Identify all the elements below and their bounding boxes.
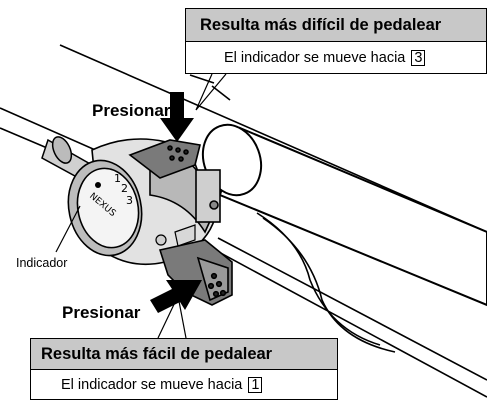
indicator-pointer-dot: [95, 182, 101, 188]
gear-number-1: 1: [114, 172, 121, 185]
press-label-bottom: Presionar: [62, 303, 141, 322]
gear-number-3: 3: [126, 194, 133, 207]
leader-lines: [55, 73, 227, 339]
easier-pedaling-callout: Resulta más fácil de pedalear El indicad…: [30, 338, 338, 400]
indicator-label: Indicador: [16, 256, 68, 270]
harder-pedaling-text: El indicador se mueve hacia: [224, 50, 406, 66]
press-label-top: Presionar: [92, 101, 171, 120]
gear-number-2: 2: [121, 182, 128, 195]
upper-lever: [128, 139, 201, 179]
harder-pedaling-callout: Resulta más difícil de pedalear El indic…: [185, 8, 487, 74]
indicator-gear-numbers: 1 2 3: [114, 172, 133, 207]
easier-pedaling-position: 1: [248, 377, 263, 393]
handlebar-grip: [201, 123, 487, 307]
press-arrow-top: [160, 92, 194, 142]
easier-pedaling-text: El indicador se mueve hacia: [61, 377, 243, 393]
indicator-dial: [67, 159, 143, 257]
press-arrow-bottom: [150, 280, 202, 313]
harder-pedaling-title: Resulta más difícil de pedalear: [186, 9, 486, 42]
lower-lever: [158, 239, 233, 306]
easier-pedaling-title: Resulta más fácil de pedalear: [31, 339, 337, 370]
clamp-parts: [155, 224, 196, 247]
harder-pedaling-position: 3: [411, 50, 426, 66]
handlebar-lines: [0, 44, 487, 398]
harder-pedaling-text-row: El indicador se mueve hacia 3: [186, 42, 486, 75]
easier-pedaling-text-row: El indicador se mueve hacia 1: [31, 370, 337, 401]
